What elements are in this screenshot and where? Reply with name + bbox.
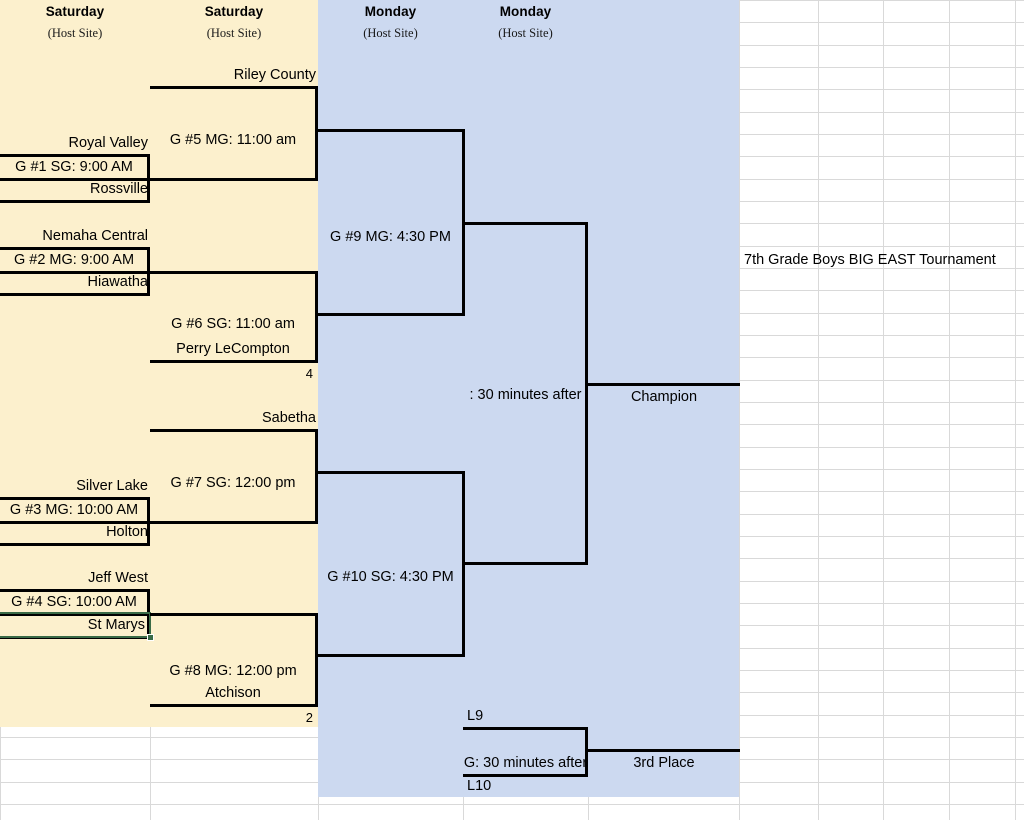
round2-game-8-label: G #8 MG: 12:00 pm	[169, 663, 297, 679]
tournament-title: 7th Grade Boys BIG EAST Tournament	[744, 252, 996, 268]
header-day-2: Saturday	[204, 4, 264, 19]
round2-game-5-bottom-line	[150, 178, 318, 181]
grid-column-line	[818, 0, 819, 820]
grid-column-line	[739, 0, 740, 820]
round2-game-6-right-connector	[315, 271, 318, 363]
round2-game-6-top-line	[150, 271, 318, 274]
round1-game-1-label: G #1 SG: 9:00 AM	[15, 159, 133, 175]
round2-game-6-label: G #6 SG: 11:00 am	[171, 316, 295, 332]
header-site-2: (Host Site)	[206, 26, 262, 40]
round3-game-10-bottom-line	[318, 654, 465, 657]
round1-game-1-bottom-team: Rossville	[89, 181, 148, 197]
round1-game-4-bottom-team: St Marys	[87, 617, 145, 633]
consolation-bottom-line	[463, 774, 588, 777]
round1-game-3-mid-line	[0, 521, 150, 524]
round1-game-4-label: G #4 SG: 10:00 AM	[11, 594, 137, 610]
champion-label: Champion	[630, 389, 698, 405]
championship-right-connector	[585, 222, 588, 565]
round1-game-3-bottom-team: Holton	[106, 524, 148, 540]
round2-game-5-top-team: Riley County	[233, 67, 316, 83]
round1-game-1-right-connector	[147, 154, 150, 203]
round1-game-2-label: G #2 MG: 9:00 AM	[13, 252, 135, 268]
day-band-monday	[318, 0, 739, 797]
round1-game-4-top-line	[0, 589, 150, 592]
round2-game-8-bottom-line	[150, 704, 318, 707]
championship-label: : 30 minutes after	[469, 388, 582, 403]
round2-game-8-bottom-team: Atchison	[205, 685, 261, 701]
grid-column-line	[1015, 0, 1016, 820]
grid-column-line	[949, 0, 950, 820]
round1-game-3-top-team: Silver Lake	[76, 478, 148, 494]
consolation-top-line	[463, 727, 588, 730]
round2-game-7-bottom-line	[150, 521, 318, 524]
selection-fill-handle[interactable]	[147, 634, 154, 641]
grid-column-line	[883, 0, 884, 820]
consolation-label: G: 30 minutes after	[463, 756, 588, 771]
round1-game-2-bottom-team: Hiawatha	[87, 274, 148, 290]
round1-game-2-top-team: Nemaha Central	[42, 228, 148, 244]
round2-game-7-right-connector	[315, 429, 318, 524]
round2-game-7-top-team: Sabetha	[261, 410, 316, 426]
round1-game-4-top-team: Jeff West	[88, 570, 148, 586]
round3-game-10-top-line	[318, 471, 465, 474]
round1-game-1-top-line	[0, 154, 150, 157]
round1-game-2-top-line	[0, 247, 150, 250]
round1-game-2-bottom-line	[0, 293, 150, 296]
round2-game-7-label: G #7 SG: 12:00 pm	[170, 475, 296, 491]
header-day-4: Monday	[499, 4, 552, 19]
consolation-right-connector	[585, 727, 588, 777]
round1-game-4-bottom-line	[0, 636, 150, 639]
round2-game-6-seed: 4	[305, 366, 313, 381]
header-site-3: (Host Site)	[363, 26, 418, 40]
round1-game-1-bottom-line	[0, 200, 150, 203]
round2-game-8-top-line	[150, 613, 318, 616]
round2-game-8-right-connector	[315, 613, 318, 707]
round2-game-5-label: G #5 MG: 11:00 am	[169, 132, 297, 148]
round2-game-8-seed: 2	[305, 710, 313, 725]
round3-game-9-top-line	[318, 129, 465, 132]
round1-game-3-top-line	[0, 497, 150, 500]
round2-game-7-top-line	[150, 429, 318, 432]
round3-game-9-label: G #9 MG: 4:30 PM	[330, 229, 451, 245]
day-band-saturday	[0, 0, 318, 727]
round1-game-3-bottom-line	[0, 543, 150, 546]
champion-result-line	[585, 383, 740, 386]
header-site-1: (Host Site)	[47, 26, 103, 40]
third-place-result-line	[585, 749, 740, 752]
round3-game-9-bottom-line	[318, 313, 465, 316]
round1-game-1-mid-line	[0, 178, 150, 181]
round2-game-6-bottom-team: Perry LeCompton	[176, 341, 290, 357]
round1-game-4-mid-line	[0, 613, 150, 616]
third-place-label: 3rd Place	[633, 755, 695, 771]
round1-game-3-right-connector	[147, 497, 150, 546]
round2-game-5-right-connector	[315, 86, 318, 181]
header-day-3: Monday	[364, 4, 417, 19]
round3-game-10-label: G #10 SG: 4:30 PM	[327, 569, 454, 585]
championship-bottom-line	[463, 562, 588, 565]
round1-game-3-label: G #3 MG: 10:00 AM	[9, 502, 139, 518]
round2-game-5-top-line	[150, 86, 318, 89]
grid-row-line	[0, 804, 1024, 805]
round1-game-1-top-team: Royal Valley	[68, 135, 148, 151]
header-site-4: (Host Site)	[498, 26, 553, 40]
round1-game-2-mid-line	[0, 271, 150, 274]
header-day-1: Saturday	[45, 4, 105, 19]
round2-game-6-bottom-line	[150, 360, 318, 363]
round1-game-2-right-connector	[147, 247, 150, 296]
consolation-top-team: L9	[467, 708, 484, 724]
consolation-bottom-team: L10	[467, 778, 492, 794]
championship-top-line	[463, 222, 588, 225]
